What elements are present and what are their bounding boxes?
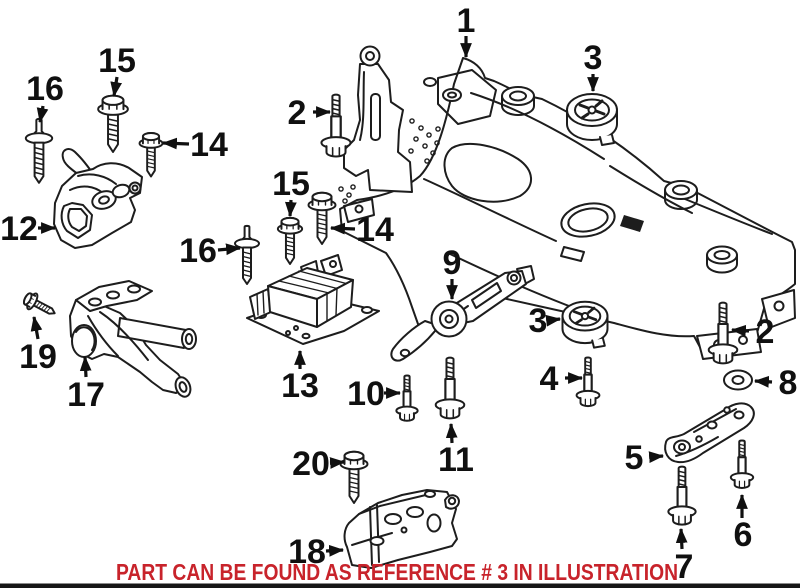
torque-arm-mount-drawing	[390, 265, 535, 362]
callout-label-14b: 14	[356, 211, 394, 249]
callout-label-18: 18	[288, 533, 326, 571]
callout-arrow-19	[30, 315, 43, 340]
subframe-tower-bracket	[343, 45, 413, 193]
callout-arrow-14a	[161, 137, 190, 150]
callout-arrow-11	[445, 422, 458, 444]
transmission-mount-drawing	[246, 254, 380, 345]
callout-arrow-2b	[730, 324, 750, 337]
bolt-11	[434, 356, 466, 420]
callout-label-11: 11	[438, 441, 474, 479]
bolt-20	[339, 450, 369, 504]
callout-label-14a: 14	[190, 126, 228, 164]
callout-arrow-17	[79, 355, 92, 378]
bolt-2a	[320, 93, 352, 158]
callout-label-16a: 16	[26, 70, 64, 108]
stud-16a	[24, 117, 54, 184]
callout-arrow-16a	[36, 105, 49, 124]
subframe-crossmember-drawing	[338, 45, 796, 360]
callout-arrow-20	[329, 457, 346, 469]
callout-label-16b: 16	[179, 232, 217, 270]
washer-drawing	[723, 369, 753, 391]
engine-support-bracket-drawing	[69, 280, 197, 398]
callout-label-15a: 15	[98, 42, 136, 80]
callout-label-12: 12	[0, 210, 38, 248]
bottom-border-bar	[0, 583, 800, 588]
bolt-10	[395, 374, 419, 422]
callout-label-9: 9	[443, 244, 462, 282]
bolt-15a	[97, 94, 129, 153]
callout-arrow-15a	[110, 76, 122, 98]
callout-label-19: 19	[19, 338, 57, 376]
callout-label-6: 6	[734, 516, 753, 554]
callout-arrow-3b	[545, 314, 562, 327]
bolt-14b	[307, 191, 337, 245]
engine-mount-drawing	[53, 148, 143, 249]
callout-arrow-7	[675, 527, 688, 550]
support-bracket-drawing	[343, 489, 460, 569]
callout-label-10: 10	[347, 375, 385, 413]
callout-label-5: 5	[625, 439, 644, 477]
bolt-7	[667, 465, 697, 526]
callout-arrow-16b	[217, 243, 242, 256]
callout-label-1: 1	[457, 2, 476, 40]
bolt-4	[575, 356, 601, 408]
callout-label-3b: 3	[529, 302, 548, 340]
callout-arrow-15b	[284, 199, 297, 218]
callout-label-4: 4	[540, 360, 559, 398]
callout-label-13: 13	[281, 367, 319, 405]
bolt-14a	[138, 132, 164, 178]
pendulum-support-mount-drawing	[664, 402, 755, 464]
reference-caption: PART CAN BE FOUND AS REFERENCE # 3 IN IL…	[116, 559, 678, 585]
bolt-6	[729, 439, 755, 489]
callout-arrow-5	[648, 451, 665, 463]
callout-arrow-18	[325, 544, 345, 557]
callout-label-15b: 15	[272, 165, 310, 203]
subframe-bushing-lower	[561, 300, 609, 349]
callout-label-2b: 2	[756, 313, 775, 351]
bolt-19	[20, 288, 60, 322]
callout-label-2a: 2	[288, 94, 307, 132]
callout-label-17: 17	[67, 376, 105, 414]
callout-arrow-8	[753, 375, 773, 388]
callout-label-8: 8	[779, 364, 798, 402]
callout-label-3a: 3	[584, 39, 603, 77]
callout-arrow-14b	[329, 222, 356, 235]
bolt-15b	[276, 216, 304, 265]
callout-label-7: 7	[675, 548, 694, 586]
callout-label-20: 20	[292, 445, 330, 483]
subframe-bushing-boss	[501, 86, 738, 274]
spot-weld-dots	[338, 118, 441, 204]
stud-16b	[234, 224, 260, 285]
